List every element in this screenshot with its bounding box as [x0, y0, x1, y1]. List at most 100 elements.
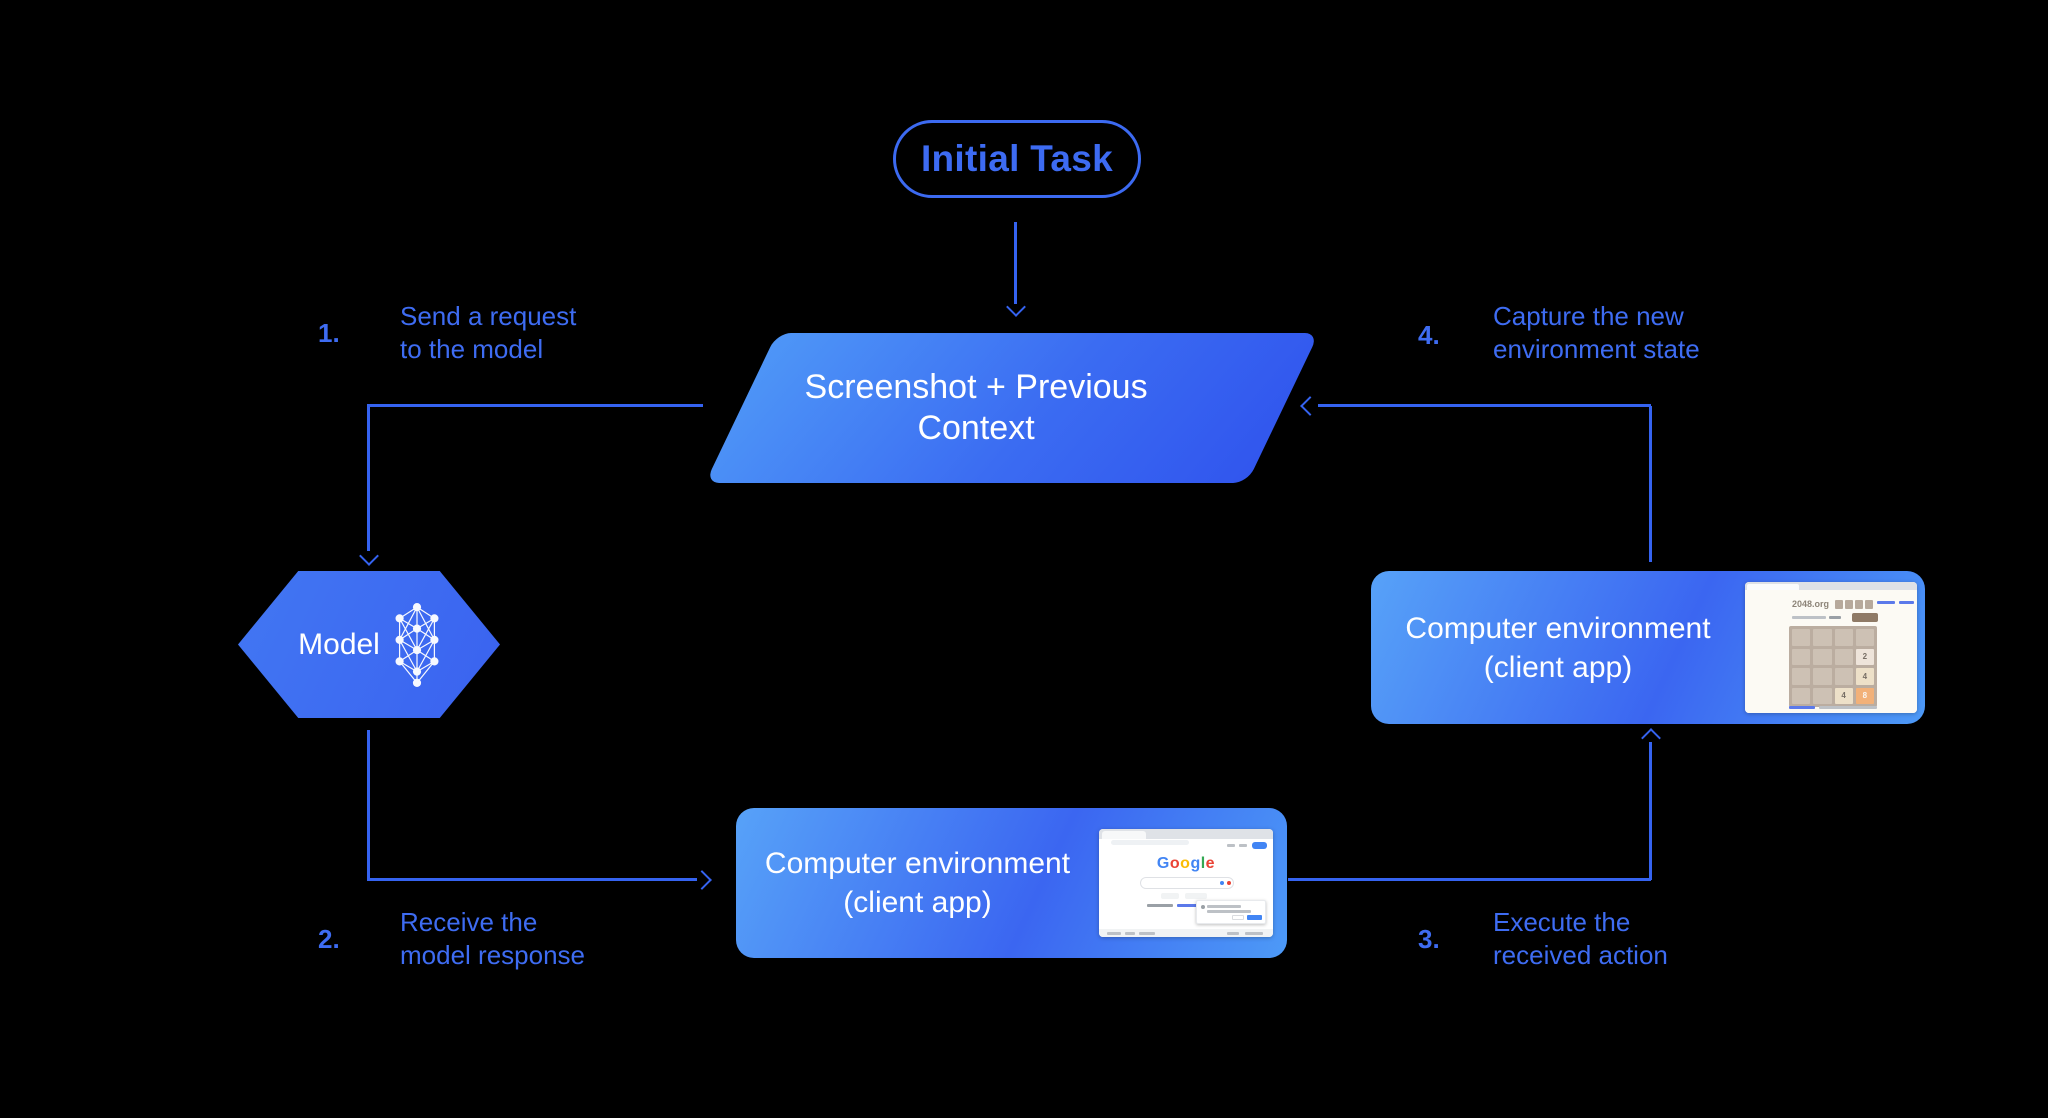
score-box: [1855, 600, 1863, 609]
google-screenshot: Google: [1099, 829, 1273, 937]
header-link: [1899, 601, 1914, 604]
header-link: [1877, 601, 1895, 604]
footer-link: [1227, 932, 1239, 935]
tile-8: 8: [1855, 687, 1874, 704]
cookie-dialog: [1196, 900, 1266, 924]
footer-link: [1125, 932, 1135, 935]
grid-cell: [1792, 629, 1811, 646]
arrow-context-to-model-vline: [367, 404, 370, 551]
cookie-accept-button: [1247, 915, 1262, 920]
context-label-line2: Context: [917, 409, 1035, 447]
tile-4: 4: [1834, 687, 1853, 704]
google-logo: Google: [1099, 855, 1273, 873]
neural-network-icon: [395, 602, 439, 687]
arrow-env-to-context-vline: [1649, 406, 1652, 562]
env-right-node: Computer environment (client app) 2048.o…: [1371, 571, 1925, 724]
game-title: 2048.org: [1792, 599, 1830, 609]
new-game-button: [1852, 613, 1878, 622]
env-bottom-node: Computer environment (client app) Google: [736, 808, 1287, 958]
tile-4: 4: [1855, 668, 1874, 685]
cookie-decline-button: [1232, 915, 1244, 920]
step-2-text: Receive the model response: [400, 906, 585, 972]
env-right-label-line1: Computer environment: [1405, 611, 1711, 645]
score-box: [1845, 600, 1853, 609]
logo-letter: o: [1169, 855, 1181, 872]
intro-text: [1792, 616, 1826, 619]
tile-2: 2: [1855, 648, 1874, 665]
initial-task-label: Initial Task: [920, 138, 1114, 179]
browser-tab-bar: [1745, 582, 1917, 590]
footer-text: [1819, 706, 1877, 709]
step-2-line1: Receive the: [400, 907, 538, 937]
step-1-line1: Send a request: [400, 301, 577, 331]
step-1-line2: to the model: [400, 334, 544, 364]
search-bar: [1140, 877, 1234, 889]
arrow-model-to-env-vline: [367, 730, 370, 880]
grid-cell: [1813, 687, 1832, 704]
arrow-env-to-context-hline: [1318, 404, 1651, 407]
cookie-google-icon: [1201, 905, 1205, 909]
step-4-line2: environment state: [1493, 334, 1700, 364]
model-node: Model: [238, 571, 500, 718]
arrow-model-to-env-hline: [367, 878, 697, 881]
model-label: Model: [298, 627, 380, 661]
grid-cell: [1834, 648, 1853, 665]
grid-cell: [1813, 648, 1832, 665]
browser-tab: [1102, 831, 1146, 839]
logo-letter: l: [1200, 855, 1206, 872]
step-3-number: 3.: [1418, 924, 1440, 954]
sign-in-button: [1252, 842, 1267, 849]
google-search-button: [1161, 893, 1179, 899]
footer-link: [1789, 706, 1815, 709]
arrow-env-to-env-hline: [1288, 878, 1651, 881]
footer-bar: [1099, 929, 1273, 937]
feeling-lucky-button: [1185, 893, 1207, 899]
step-2-line2: model response: [400, 940, 585, 970]
context-node: Screenshot + Previous Context: [705, 333, 1319, 483]
arrow-context-to-model-head: [359, 546, 379, 566]
arrow-env-to-context-head: [1300, 396, 1320, 416]
step-1-text: Send a request to the model: [400, 300, 576, 366]
arrow-task-to-context-line: [1014, 222, 1017, 304]
arrow-task-to-context-head: [1006, 297, 1026, 317]
step-2-number: 2.: [318, 924, 340, 954]
grid-cell: [1813, 668, 1832, 685]
grid-cell: [1855, 629, 1874, 646]
grid-cell: [1792, 648, 1811, 665]
step-4-line1: Capture the new: [1493, 301, 1684, 331]
arrow-context-to-model-hline: [368, 404, 703, 407]
env-bottom-label-line2: (client app): [843, 886, 992, 919]
step-1-number: 1.: [318, 318, 340, 348]
logo-letter: G: [1156, 855, 1170, 872]
env-bottom-label-line1: Computer environment: [764, 847, 1071, 880]
address-bar: [1111, 840, 1189, 845]
mic-icon: [1220, 880, 1224, 885]
initial-task-node: Initial Task: [893, 120, 1141, 198]
step-4-number: 4.: [1418, 320, 1440, 350]
browser-chrome: [1099, 829, 1273, 839]
grid-cell: [1792, 668, 1811, 685]
cookie-text: [1207, 905, 1241, 908]
grid-cell: [1813, 629, 1832, 646]
step-3-text: Execute the received action: [1493, 906, 1668, 972]
header-menu-text: [1239, 844, 1247, 847]
logo-letter: e: [1205, 855, 1216, 872]
header-menu-text: [1227, 844, 1235, 847]
grid-cell: [1834, 629, 1853, 646]
step-4-text: Capture the new environment state: [1493, 300, 1700, 366]
lens-icon: [1226, 880, 1231, 885]
score-box: [1865, 600, 1873, 609]
step-3-line2: received action: [1493, 940, 1668, 970]
cookie-text: [1207, 910, 1251, 913]
context-label-line1: Screenshot + Previous: [804, 368, 1148, 406]
intro-text-bold: [1829, 616, 1841, 619]
logo-letter: g: [1190, 855, 1201, 872]
env-right-label-line2: (client app): [1483, 650, 1633, 684]
browser-tab: [1747, 583, 1799, 590]
footer-link: [1107, 932, 1121, 935]
grid-cell: [1834, 668, 1853, 685]
